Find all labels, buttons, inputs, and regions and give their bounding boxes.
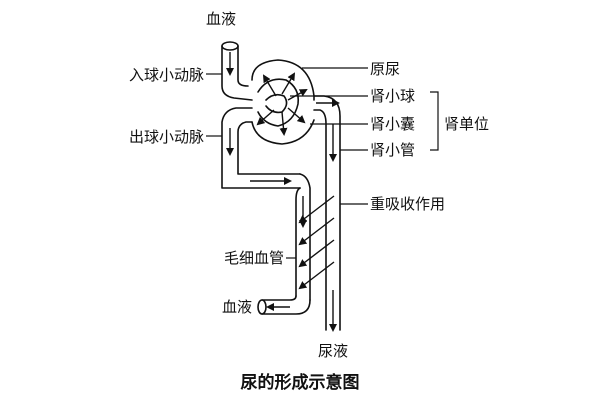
filter-arrow-6	[287, 107, 306, 124]
capillary-wall-right	[299, 173, 311, 301]
filter-arrow-2	[281, 72, 296, 95]
afferent-wall-right	[237, 45, 249, 87]
efferent-wall-inner	[237, 121, 301, 175]
label-blood-bottom: 血液	[222, 298, 252, 316]
reabsorption-arrow-1	[298, 195, 335, 224]
filter-arrow-4	[256, 109, 275, 126]
tubule-wall-inner	[313, 109, 327, 331]
glomerulus-outline	[257, 78, 300, 127]
outlet-opening	[257, 299, 267, 315]
nephron-bracket	[430, 91, 439, 151]
filter-arrow-5	[279, 111, 288, 136]
label-capillary: 毛细血管	[224, 249, 284, 267]
reabsorption-arrow-4	[298, 261, 335, 290]
afferent-wall-left	[221, 45, 253, 101]
label-reabsorption: 重吸收作用	[370, 195, 445, 213]
label-bowman-capsule: 肾小囊	[370, 115, 415, 133]
capillary-outlet-wall-top	[261, 295, 297, 301]
filter-arrow-3	[287, 89, 308, 101]
label-efferent-arteriole: 出球小动脉	[129, 128, 204, 146]
capillary-wall-left	[295, 187, 301, 297]
capillary-tube	[257, 173, 311, 315]
label-blood-top: 血液	[206, 10, 236, 28]
renal-corpuscle	[251, 59, 315, 145]
label-primary-urine: 原尿	[370, 60, 400, 78]
afferent-arteriole-tube	[221, 41, 253, 101]
label-urine: 尿液	[318, 342, 348, 360]
tubule-wall-outer	[313, 95, 341, 331]
reabsorption-arrows	[298, 195, 335, 290]
diagram-caption: 尿的形成示意图	[241, 372, 360, 393]
label-afferent-arteriole: 入球小动脉	[129, 66, 204, 84]
renal-tubule-tube	[313, 95, 341, 332]
capsule-outer-top	[251, 59, 315, 101]
capsule-outer-bottom	[251, 119, 315, 145]
label-nephron: 肾单位	[444, 115, 489, 133]
inlet-opening	[221, 41, 239, 51]
efferent-arteriole-tube	[221, 107, 301, 189]
label-renal-tubule: 肾小管	[370, 141, 415, 159]
reabsorption-arrow-3	[298, 239, 335, 268]
glomerulus-core	[265, 93, 288, 114]
reabsorption-arrow-2	[298, 217, 335, 246]
leader-lines	[206, 67, 439, 259]
efferent-wall-outer	[221, 107, 301, 189]
filter-arrow-1	[262, 74, 277, 97]
capillary-outlet-wall-bottom	[261, 299, 311, 315]
label-glomerulus: 肾小球	[370, 87, 415, 105]
